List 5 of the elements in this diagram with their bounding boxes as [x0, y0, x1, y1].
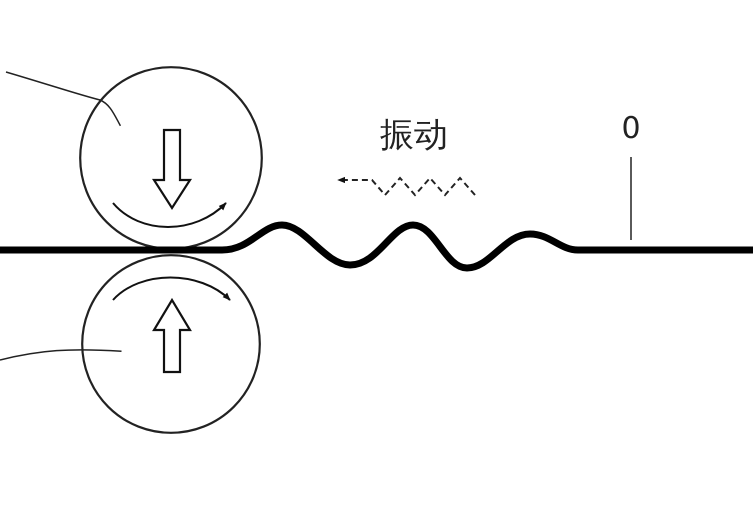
position-label: 0 — [620, 110, 642, 148]
leader-line — [6, 71, 122, 126]
leader-line — [0, 349, 122, 361]
vibration-label: 振动 — [380, 114, 448, 157]
leader-line — [630, 157, 632, 240]
